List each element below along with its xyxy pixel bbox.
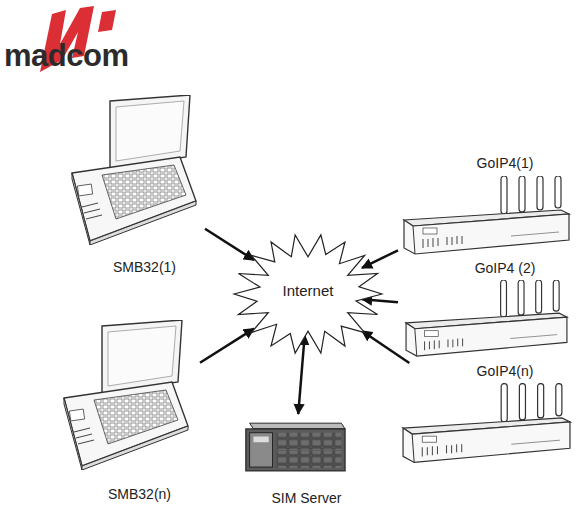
- arrow-connector: [205, 229, 254, 260]
- device-label: SMB32(1): [111, 259, 178, 275]
- arrow-connector: [362, 331, 409, 363]
- device-label: GoIP4(n): [475, 363, 536, 379]
- smb32-device: [64, 320, 188, 470]
- device-label: Internet: [281, 282, 336, 299]
- device-node: SIM Server: [232, 414, 357, 506]
- cloud-node: Internet: [232, 232, 384, 357]
- smb32-device: [72, 95, 196, 245]
- device-node: GoIP4(n): [398, 363, 576, 468]
- device-label: GoIP4 (2): [473, 260, 538, 276]
- logo-text: madcom: [4, 38, 128, 74]
- goip-device: [403, 384, 570, 463]
- arrow-connector: [200, 329, 254, 363]
- device-label: GoIP4(1): [475, 155, 536, 171]
- device-node: SMB32(1): [60, 90, 205, 275]
- logo-dot: [98, 10, 116, 32]
- goip-device: [404, 176, 569, 254]
- device-node: GoIP4 (2): [398, 260, 576, 360]
- arrow-connector: [362, 299, 398, 302]
- arrow-connector: [362, 250, 398, 268]
- goip-device: [406, 280, 567, 356]
- device-label: SMB32(n): [106, 486, 173, 502]
- starburst-outline: [234, 235, 382, 353]
- device-node: GoIP4(1): [398, 155, 576, 258]
- server-device: [246, 423, 345, 471]
- device-node: SMB32(n): [55, 315, 200, 502]
- device-label: SIM Server: [269, 490, 343, 506]
